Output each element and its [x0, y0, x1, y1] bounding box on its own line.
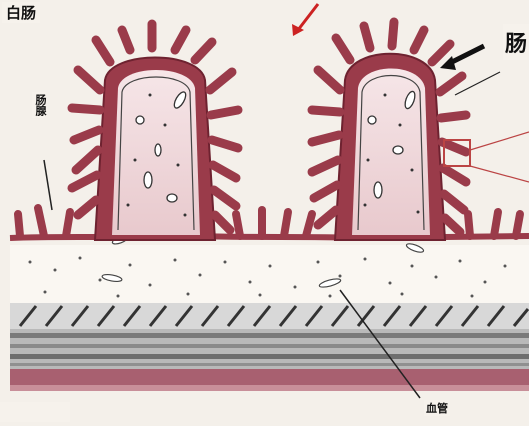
muscle-layer-outer	[10, 329, 529, 369]
bottom-label: 血管	[424, 400, 450, 416]
left-label: 肠腺	[32, 92, 46, 118]
bottom-left-box	[0, 402, 70, 422]
submucosa-layer	[10, 245, 529, 303]
right-label: 肠	[503, 24, 529, 60]
serosa-edge	[10, 385, 529, 391]
serosa-layer	[10, 369, 529, 385]
mucosa-base	[10, 236, 529, 238]
figure-title: 白肠	[2, 2, 40, 23]
muscle-layer-inner	[10, 303, 529, 329]
